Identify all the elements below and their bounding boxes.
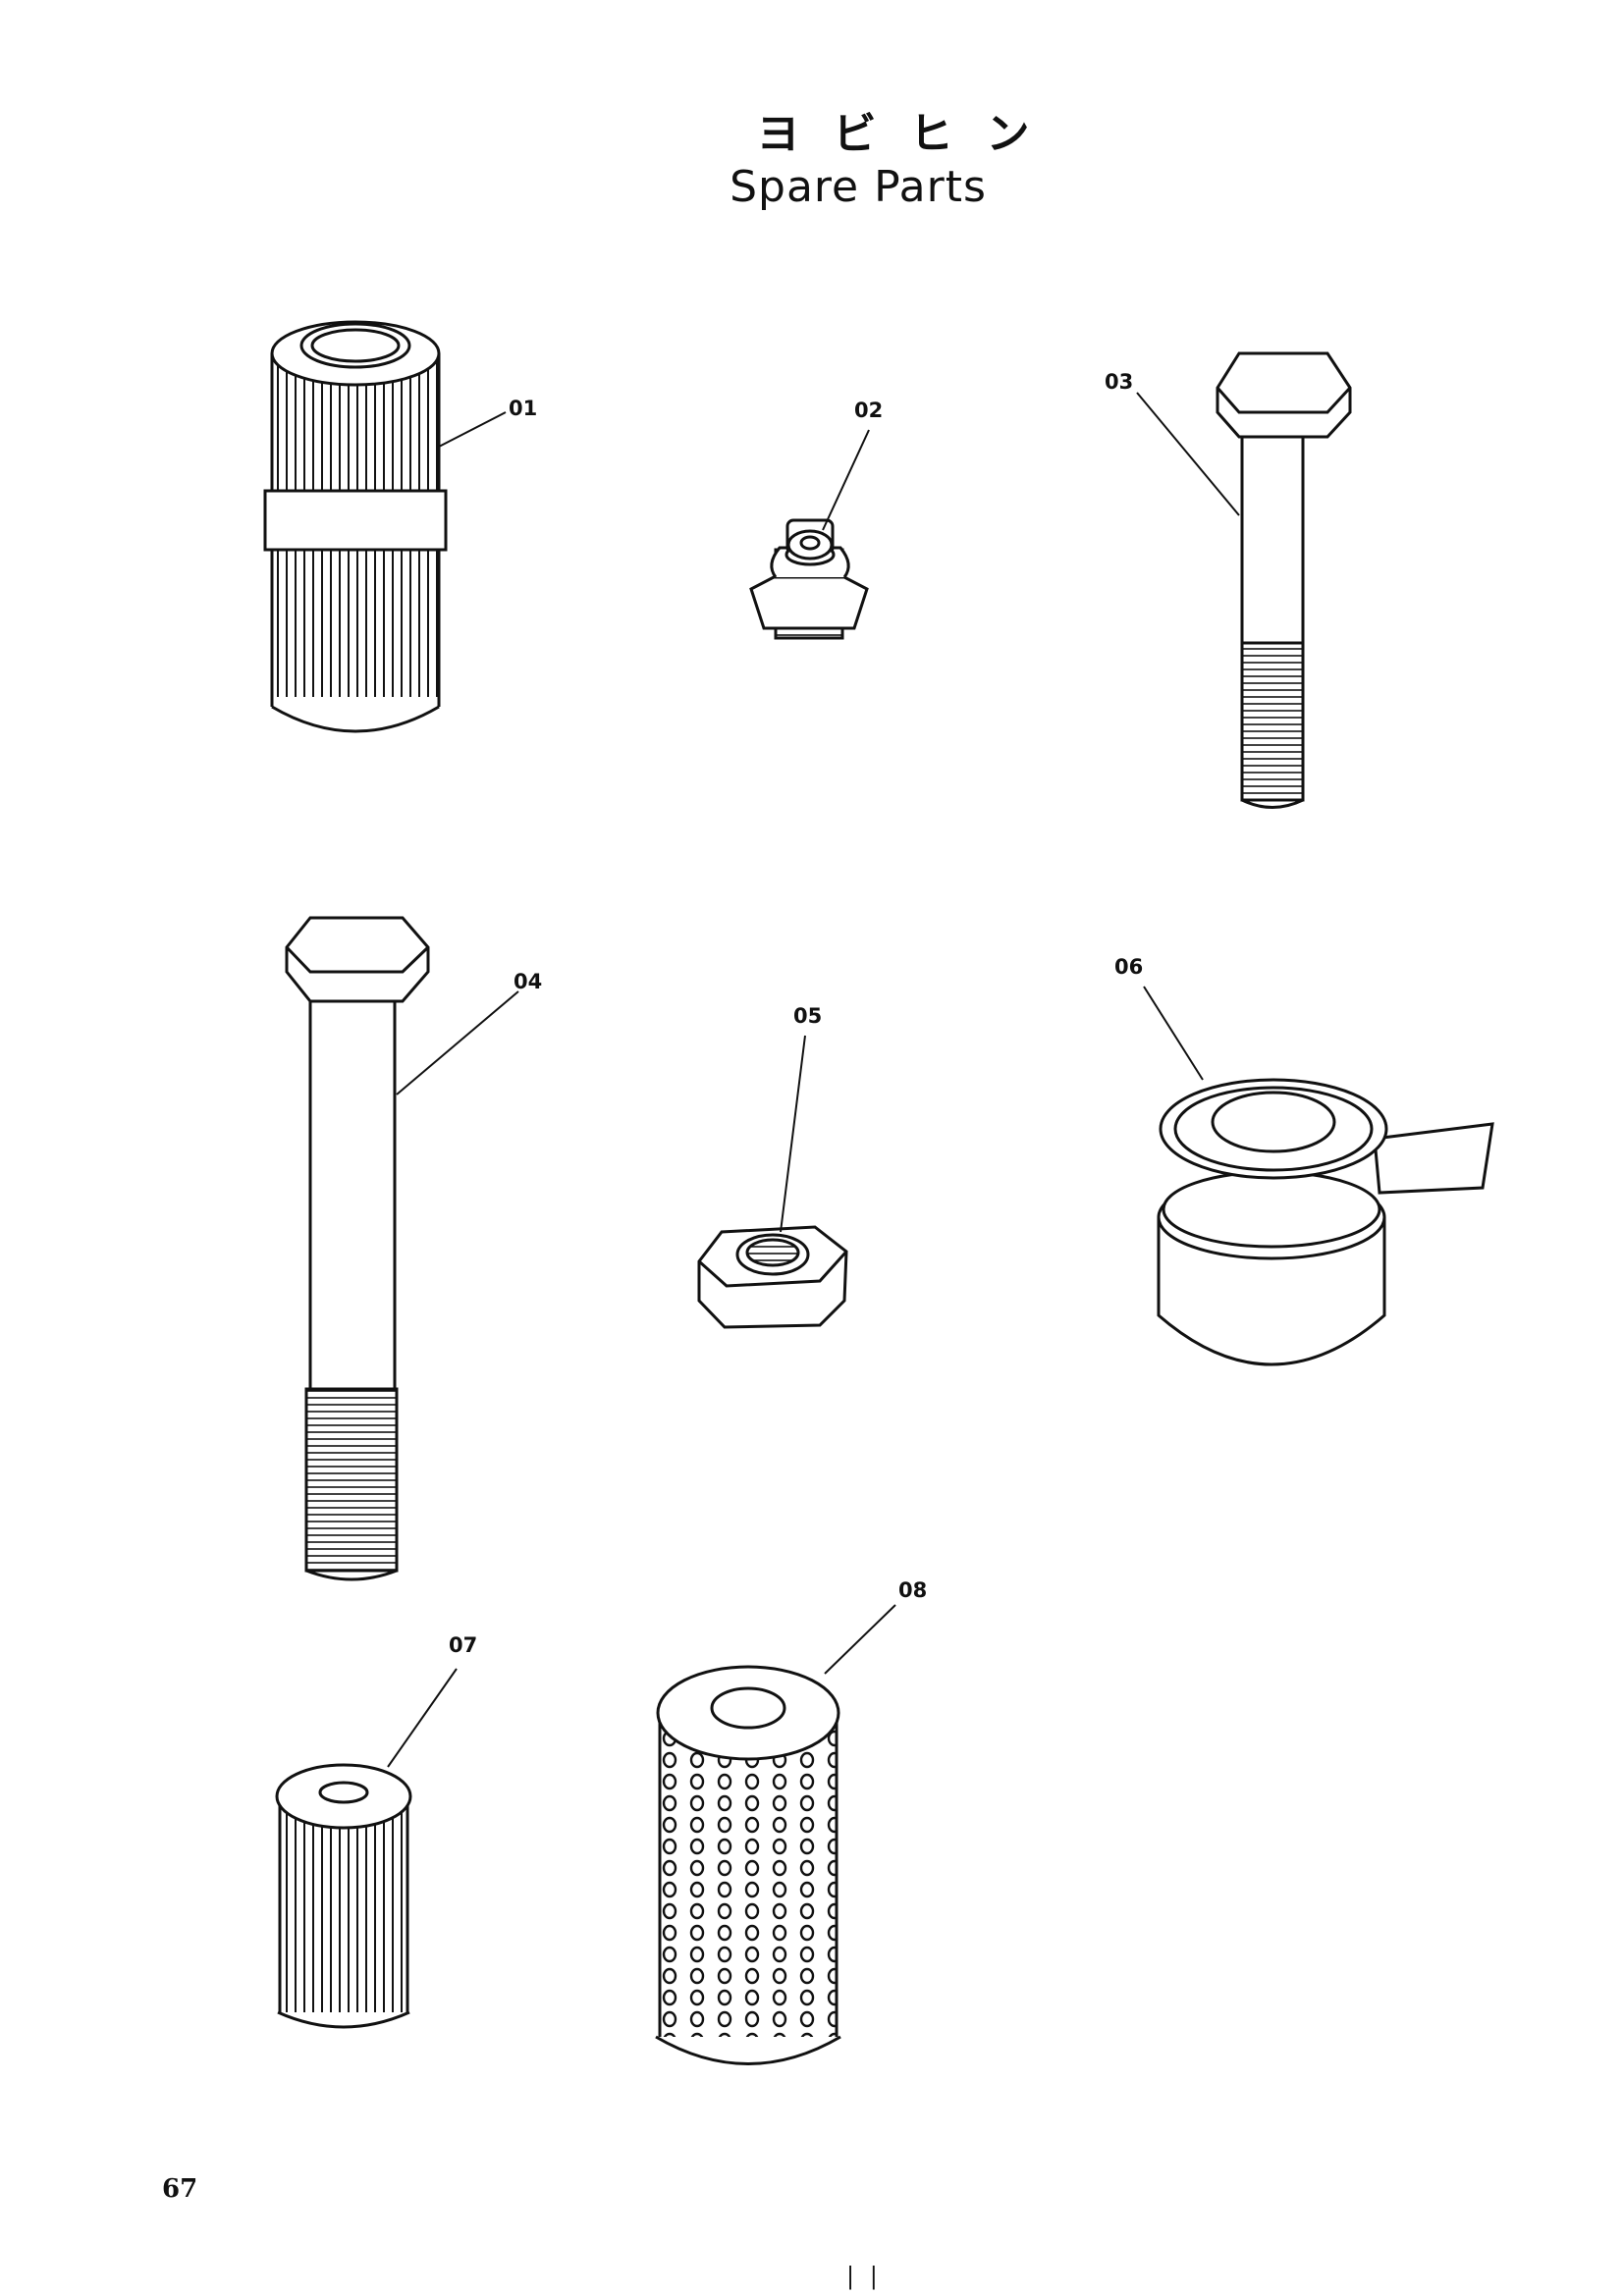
part-05-hex-nut <box>697 1225 848 1329</box>
part-04-long-hex-bolt <box>285 916 430 1581</box>
part-03-hex-bolt <box>1216 351 1352 809</box>
footer-mark: | | <box>846 2263 882 2290</box>
leader-line-03 <box>1136 392 1240 516</box>
callout-07: 07 <box>449 1633 477 1657</box>
leader-line-07 <box>387 1668 458 1768</box>
leader-line-08 <box>824 1604 896 1675</box>
page-title: Spare Parts <box>730 162 987 212</box>
callout-03: 03 <box>1105 370 1133 394</box>
part-06-oil-seal <box>1157 1078 1494 1366</box>
leader-line-06 <box>1143 986 1204 1081</box>
part-02-grease-nipple <box>749 518 869 640</box>
callout-04: 04 <box>514 970 542 993</box>
callout-02: 02 <box>854 399 883 422</box>
page-number: 67 <box>162 2174 198 2204</box>
part-01-filter-element <box>263 320 448 733</box>
leader-line-02 <box>822 429 870 531</box>
callout-01: 01 <box>509 397 537 420</box>
leader-line-04 <box>396 990 519 1095</box>
leader-line-05 <box>780 1035 806 1233</box>
callout-05: 05 <box>793 1004 822 1028</box>
page-title-japanese: ヨビヒン <box>756 109 1063 159</box>
part-07-small-filter-element <box>275 1763 412 2029</box>
part-08-perforated-strainer <box>655 1665 841 2065</box>
callout-08: 08 <box>898 1578 927 1602</box>
leader-line-01 <box>438 411 507 448</box>
callout-06: 06 <box>1114 955 1143 979</box>
